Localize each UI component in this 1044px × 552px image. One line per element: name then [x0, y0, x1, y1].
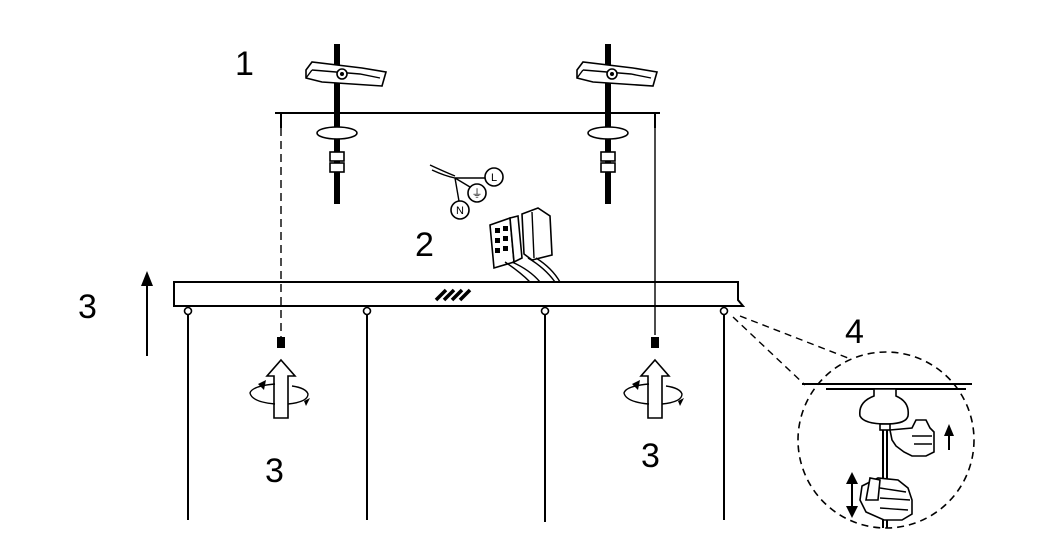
step-1-label: 1	[235, 45, 254, 83]
suspension-cables	[187, 315, 725, 522]
hand-pull-icon	[859, 477, 913, 521]
step-3-label-left: 3	[78, 288, 97, 326]
screw-right	[651, 337, 659, 348]
screw-left	[277, 337, 285, 348]
neutral-terminal: N	[450, 200, 470, 220]
vent-slots	[434, 288, 472, 302]
step-2-label: 2	[415, 226, 434, 264]
rotate-arrow-icon	[249, 358, 310, 419]
rotate-arrow-icon	[623, 358, 684, 419]
terminal-block-icon	[489, 214, 523, 270]
up-arrow-icon	[141, 271, 153, 356]
neutral-label: N	[456, 205, 464, 217]
ground-terminal: ⏚	[467, 183, 487, 203]
wire-connector-icon	[521, 207, 553, 261]
threaded-rod-left	[316, 44, 358, 204]
magnifier-circle-icon	[732, 315, 975, 529]
live-label: L	[491, 172, 497, 184]
threaded-rod-right	[587, 44, 629, 204]
wiring-assembly: N ⏚ L 2	[415, 164, 561, 283]
live-terminal: L	[484, 167, 504, 187]
mounting-bracket-icon	[305, 61, 388, 87]
ceiling-mounting-assembly: 1	[235, 44, 660, 204]
mounting-bracket-icon	[576, 61, 659, 87]
step-3-label-center-left: 3	[265, 452, 284, 490]
canopy-bar	[173, 281, 746, 316]
hand-pull-icon	[889, 419, 935, 457]
ground-label: ⏚	[472, 187, 483, 200]
step-4-label: 4	[845, 313, 864, 351]
step-3-label-center-right: 3	[641, 437, 660, 475]
